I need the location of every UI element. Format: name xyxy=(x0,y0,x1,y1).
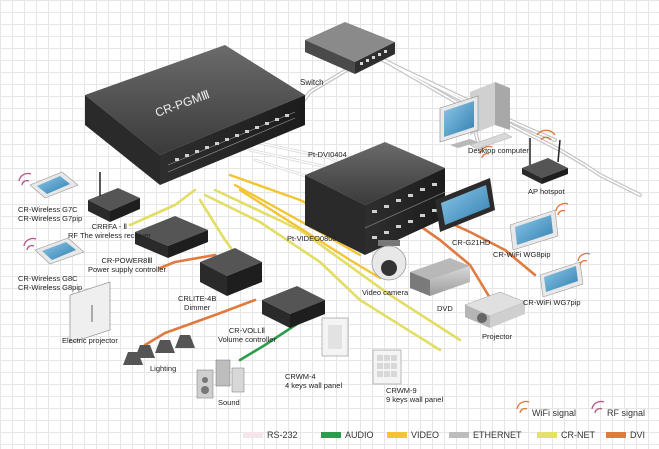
label-crrfa: CRRFA - Ⅱ RF The wireless receiver xyxy=(68,222,151,240)
legend-swatch-rs232 xyxy=(243,432,263,438)
label-projector: Projector xyxy=(482,332,513,341)
label-cr-wireless-g8c: CR-Wireless G8C xyxy=(18,274,78,283)
legend-texts: RS-232 AUDIO VIDEO ETHERNET CR-NET DVI xyxy=(267,430,645,440)
label-crwm4: CRWM-4 4 keys wall panel xyxy=(285,372,342,390)
power-controller xyxy=(135,216,208,258)
legend-swatch-audio xyxy=(321,432,341,438)
label-crrfa-desc: RF The wireless receiver xyxy=(68,231,151,240)
crnet-cables xyxy=(128,188,462,352)
label-cr-wireless-g7c: CR-Wireless G7C xyxy=(18,205,78,214)
matrix-switchers xyxy=(305,142,446,255)
ap-hotspot xyxy=(522,138,568,184)
dvd-player xyxy=(410,258,470,296)
label-crlite-model: CRLITE-4B xyxy=(178,294,217,303)
desktop-computer xyxy=(439,82,513,150)
video-camera xyxy=(371,240,407,281)
touch-panel-g7 xyxy=(29,171,79,199)
cr-pgm-controller xyxy=(85,45,305,185)
label-cr-wifi-wg8pip: CR-WiFi WG8pip xyxy=(493,250,551,259)
legend-swatch-video xyxy=(387,432,407,438)
label-cr-power8: CR-POWER8Ⅲ Power supply controller xyxy=(88,256,166,274)
touch-panel-wg8pip xyxy=(509,209,559,251)
label-cr-voll-desc: Volume controller xyxy=(218,335,276,344)
lighting-fixtures xyxy=(123,335,195,365)
touch-panel-wg7pip xyxy=(539,261,584,298)
label-cr-voll: CR-VOLLⅡ Volume controller xyxy=(218,326,276,344)
label-cr-g21hd: CR-G21HD xyxy=(452,238,491,247)
legend-swatch-ethernet xyxy=(449,432,469,438)
touch-panel-g21hd xyxy=(435,178,495,232)
legend-swatch-dvi xyxy=(606,432,626,438)
legend-swatches xyxy=(243,432,626,438)
label-lighting: Lighting xyxy=(150,364,177,373)
rf-signal-marks xyxy=(18,172,605,414)
legend-label-rs232: RS-232 xyxy=(267,430,298,440)
label-cr-voll-model: CR-VOLLⅡ xyxy=(228,326,266,335)
label-sound: Sound xyxy=(218,398,240,407)
wifi-signal-label: WiFi signal xyxy=(532,408,576,418)
wall-panel-4 xyxy=(321,317,349,357)
dimmer-device xyxy=(200,248,262,296)
legend-swatch-crnet xyxy=(537,432,557,438)
label-crwm9-desc: 9 keys wall panel xyxy=(386,395,444,404)
touch-panel-g8 xyxy=(34,237,85,265)
label-ap-hotspot: AP hotspot xyxy=(528,187,565,196)
label-cr-wireless-g7pip: CR-Wireless G7pip xyxy=(18,214,83,223)
label-electric-projector: Electric projector xyxy=(62,336,118,345)
rf-receiver xyxy=(88,172,140,222)
wall-panel-9 xyxy=(372,349,402,385)
label-dvd: DVD xyxy=(437,304,453,313)
rf-signal-label: RF signal xyxy=(607,408,645,418)
label-video-camera: Video camera xyxy=(362,288,409,297)
legend-label-audio: AUDIO xyxy=(345,430,374,440)
electric-projector-screen xyxy=(69,281,111,344)
audio-cables xyxy=(238,320,302,362)
label-cr-power8-model: CR-POWER8Ⅲ xyxy=(101,256,153,265)
label-desktop-computer: Desktop computer xyxy=(468,146,529,155)
label-pt-video0808: Pt-VIDEO0808 xyxy=(287,234,337,243)
label-crlite-desc: Dimmer xyxy=(184,303,211,312)
volume-controller xyxy=(262,286,325,328)
label-cr-wireless-g7: CR-Wireless G7C CR-Wireless G7pip xyxy=(18,205,82,223)
sound-speakers xyxy=(196,359,245,399)
label-cr-wireless-g8: CR-Wireless G8C CR-Wireless G8pip xyxy=(18,274,82,292)
label-cr-wireless-g8pip: CR-Wireless G8pip xyxy=(18,283,83,292)
label-crlite: CRLITE-4B Dimmer xyxy=(178,294,216,312)
signal-legend-texts: WiFi signal RF signal xyxy=(532,408,645,418)
label-crwm4-desc: 4 keys wall panel xyxy=(285,381,343,390)
label-crwm9-model: CRWM-9 xyxy=(386,386,417,395)
label-crrfa-model: CRRFA - Ⅱ xyxy=(91,222,128,231)
label-crwm9: CRWM-9 9 keys wall panel xyxy=(386,386,443,404)
legend-label-video: VIDEO xyxy=(411,430,439,440)
switch-device xyxy=(305,22,395,74)
label-cr-power8-desc: Power supply controller xyxy=(88,265,166,274)
wifi-signal-marks xyxy=(479,129,591,414)
label-switch: Switch xyxy=(300,78,324,87)
projector-device xyxy=(464,291,526,328)
legend-label-ethernet: ETHERNET xyxy=(473,430,522,440)
legend-label-dvi: DVI xyxy=(630,430,645,440)
legend-label-crnet: CR-NET xyxy=(561,430,595,440)
label-cr-wifi-wg7pip: CR-WiFi WG7pip xyxy=(523,298,581,307)
label-crwm4-model: CRWM-4 xyxy=(285,372,316,381)
label-pt-dvi0404: Pt-DVI0404 xyxy=(308,150,347,159)
